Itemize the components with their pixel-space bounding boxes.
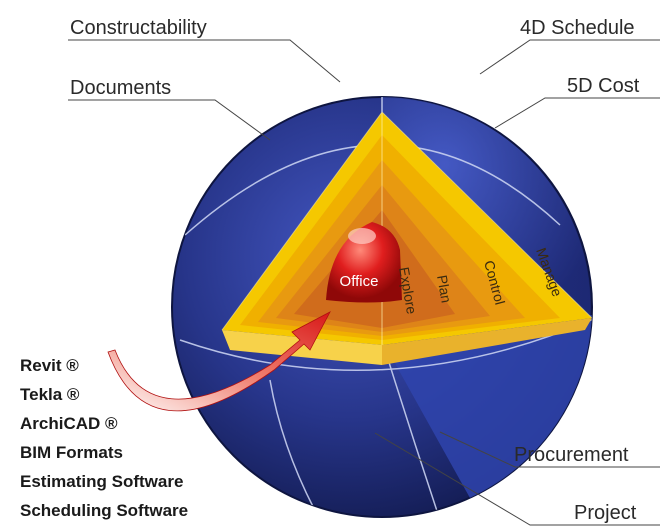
office-label: Office xyxy=(340,273,379,290)
input-item: Scheduling Software xyxy=(20,501,188,520)
input-arrow xyxy=(107,311,331,412)
input-item: ArchiCAD ® xyxy=(20,414,118,433)
input-item: BIM Formats xyxy=(20,443,123,462)
input-item: Tekla ® xyxy=(20,385,80,404)
core-office: Office xyxy=(326,222,402,303)
leader-lines xyxy=(68,39,660,526)
label-procurement: Procurement xyxy=(514,444,629,466)
label-documents: Documents xyxy=(70,77,171,99)
label-4d-schedule: 4D Schedule xyxy=(520,17,635,39)
label-5d-cost: 5D Cost xyxy=(567,75,640,97)
label-project: Project xyxy=(574,502,637,524)
input-item: Revit ® xyxy=(20,356,79,375)
layer-label-plan: Plan xyxy=(434,274,455,304)
label-constructability: Constructability xyxy=(70,17,207,39)
input-item: Estimating Software xyxy=(20,472,183,491)
software-input-list: Revit ® Tekla ® ArchiCAD ® BIM Formats E… xyxy=(20,356,188,520)
